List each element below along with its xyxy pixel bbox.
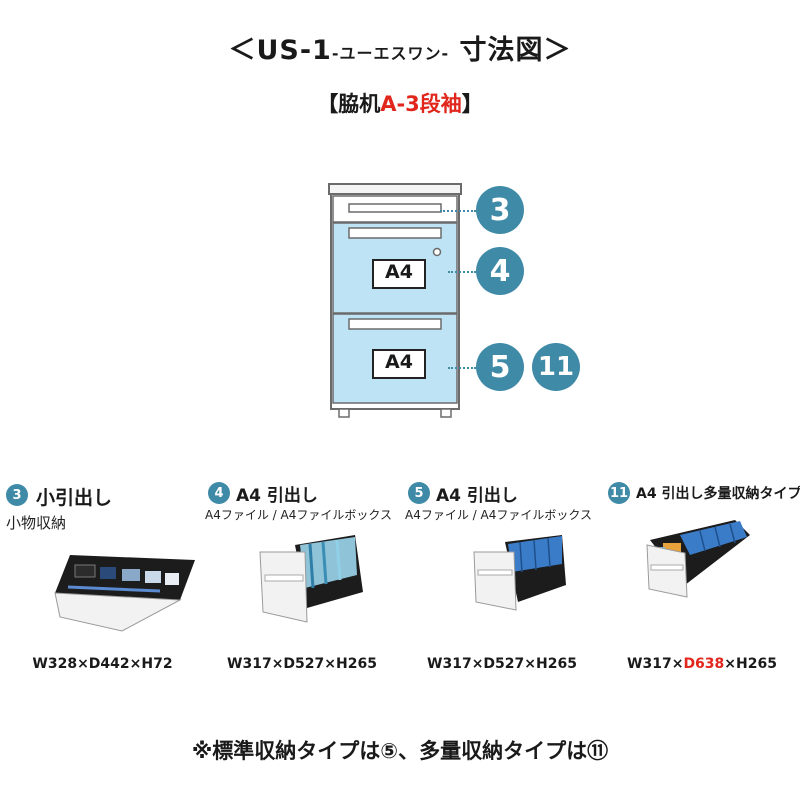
leader-4	[448, 271, 476, 273]
subtitle-prefix: 【脇机	[317, 92, 381, 116]
drawer-dims-5-text: W317×D527×H265	[427, 656, 577, 672]
leader-3	[440, 210, 476, 212]
a4-drawer-photo-4	[259, 535, 363, 623]
footer-note: ※標準収納タイプは⑤、多量収納タイプは⑪	[191, 739, 609, 763]
drawer-subtitle-3: 小物収納	[6, 514, 67, 532]
lock-icon	[432, 247, 442, 257]
title-main: ＜US-1	[228, 35, 332, 66]
drawer-badge-4: 4	[208, 482, 230, 504]
drawer-dims-4-text: W317×D527×H265	[227, 656, 377, 672]
drawer-4-label-box	[372, 259, 426, 289]
drawer-title-11: A4 引出し多量収納タイプ	[636, 486, 800, 502]
drawer-5-label: A4	[385, 351, 413, 373]
title-reading: -ユーエスワン-	[331, 44, 450, 63]
drawer-4-label: A4	[385, 261, 413, 283]
drawer-5-handle	[348, 318, 442, 330]
drawer-5-label-box	[372, 349, 426, 379]
drawer-badge-3: 3	[6, 484, 28, 506]
cabinet-foot-left	[338, 408, 350, 418]
drawer-dims-11-post: ×H265	[724, 656, 777, 672]
leader-5	[448, 367, 476, 369]
small-drawer-photo	[54, 555, 195, 632]
callout-badge-3: 3	[476, 186, 524, 234]
drawer-dims-3: W328×D442×H72	[20, 656, 185, 672]
drawer-title-5: A4 引出し	[436, 486, 518, 506]
subtitle-model: A-3段袖	[380, 92, 462, 116]
drawer-dims-11: W317×D638×H265	[612, 656, 792, 672]
callout-badge-4: 4	[476, 247, 524, 295]
drawer-badge-11: 11	[608, 482, 630, 504]
drawer-dims-11-depth: D638	[683, 656, 725, 672]
subtitle-suffix: 】	[461, 92, 483, 116]
callout-badge-5: 5	[476, 343, 524, 391]
drawer-4-handle	[348, 227, 442, 239]
cabinet-foot-right	[440, 408, 452, 418]
cabinet-illustration	[328, 183, 462, 418]
drawer-title-3: 小引出し	[36, 487, 113, 509]
a4-drawer-photo-11	[646, 520, 750, 598]
drawer-dims-4: W317×D527×H265	[212, 656, 392, 672]
drawer-subtitle-5: A4ファイル / A4ファイルボックス	[405, 508, 593, 522]
cabinet-top	[328, 183, 462, 195]
drawer-dims-5: W317×D527×H265	[412, 656, 592, 672]
a4-drawer-photo-5	[473, 535, 566, 611]
page-subtitle: 【脇机A-3段袖】	[0, 88, 800, 118]
drawer-title-4: A4 引出し	[236, 486, 318, 506]
drawer-dims-11-pre: W317×	[627, 656, 684, 672]
drawer-3-handle	[348, 203, 442, 213]
drawer-dims-3-text: W328×D442×H72	[32, 656, 173, 672]
callout-badge-11: 11	[532, 343, 580, 391]
drawer-subtitle-4: A4ファイル / A4ファイルボックス	[205, 508, 393, 522]
drawer-badge-5: 5	[408, 482, 430, 504]
title-suffix: 寸法図＞	[459, 35, 572, 66]
page-title: ＜US-1-ユーエスワン- 寸法図＞	[0, 28, 800, 67]
